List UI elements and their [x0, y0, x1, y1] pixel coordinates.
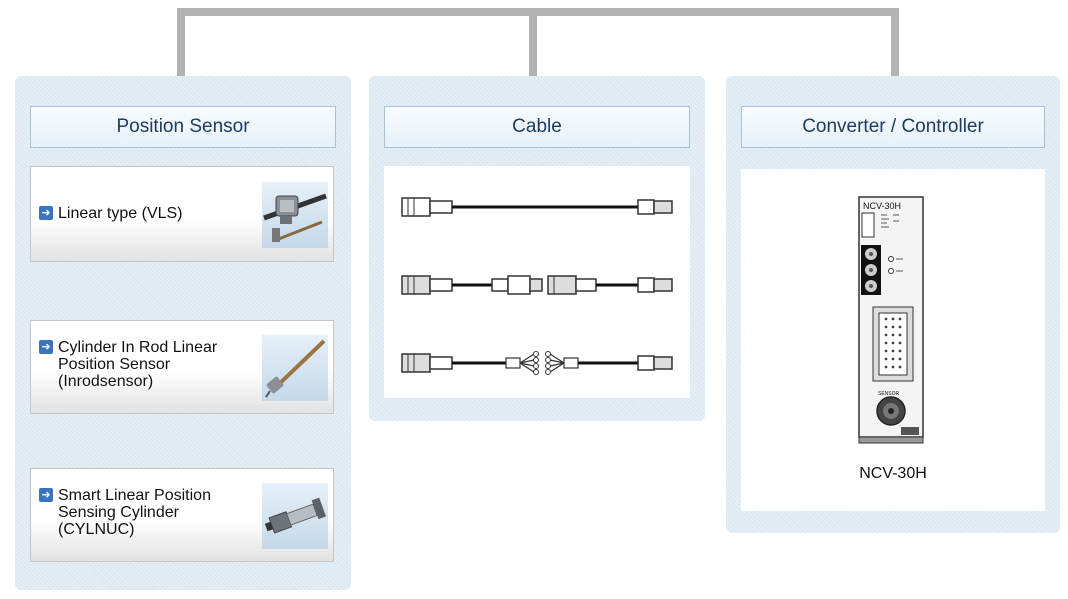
svg-text:NCV-30H: NCV-30H	[863, 201, 901, 211]
item-cylnuc[interactable]: ➜ Smart Linear Position Sensing Cylinder…	[30, 468, 334, 562]
cable-diagrams	[401, 197, 673, 375]
connector-left-drop	[177, 8, 185, 76]
converter-header: Converter / Controller	[741, 106, 1045, 148]
connector-right-drop	[891, 8, 899, 76]
arrow-right-icon: ➜	[39, 340, 53, 354]
cable-panel: Cable	[369, 76, 705, 421]
arrow-right-icon: ➜	[39, 488, 53, 502]
linear-sensor-photo	[262, 182, 328, 248]
arrow-right-icon: ➜	[39, 206, 53, 220]
cable-illustration-box	[384, 166, 690, 398]
cable-header: Cable	[384, 106, 690, 148]
item-cylnuc-label: ➜ Smart Linear Position Sensing Cylinder…	[39, 487, 211, 538]
cable-standard[interactable]	[401, 197, 673, 217]
cable-extension[interactable]	[401, 275, 673, 295]
connector-top-bar	[177, 8, 899, 16]
ncv-30h-device[interactable]: NCV-30H	[741, 169, 1045, 511]
cable-split[interactable]	[401, 351, 673, 375]
position-sensor-header: Position Sensor	[30, 106, 336, 148]
converter-panel: Converter / Controller NCV-30H	[726, 76, 1060, 533]
connector-center-drop	[529, 8, 537, 76]
item-linear-type[interactable]: ➜ Linear type (VLS)	[30, 166, 334, 262]
converter-illustration-box: NCV-30H	[741, 169, 1045, 511]
product-name-caption: NCV-30H	[859, 465, 927, 482]
inrodsensor-photo	[262, 335, 328, 401]
item-linear-type-label: ➜ Linear type (VLS)	[39, 205, 183, 222]
position-sensor-panel: Position Sensor ➜ Linear type (VLS) ➜ Cy…	[15, 76, 351, 590]
item-inrodsensor-label: ➜ Cylinder In Rod Linear Position Sensor…	[39, 339, 217, 390]
cylnuc-photo	[262, 483, 328, 549]
item-inrodsensor[interactable]: ➜ Cylinder In Rod Linear Position Sensor…	[30, 320, 334, 414]
svg-text:SENSOR: SENSOR	[878, 391, 900, 397]
